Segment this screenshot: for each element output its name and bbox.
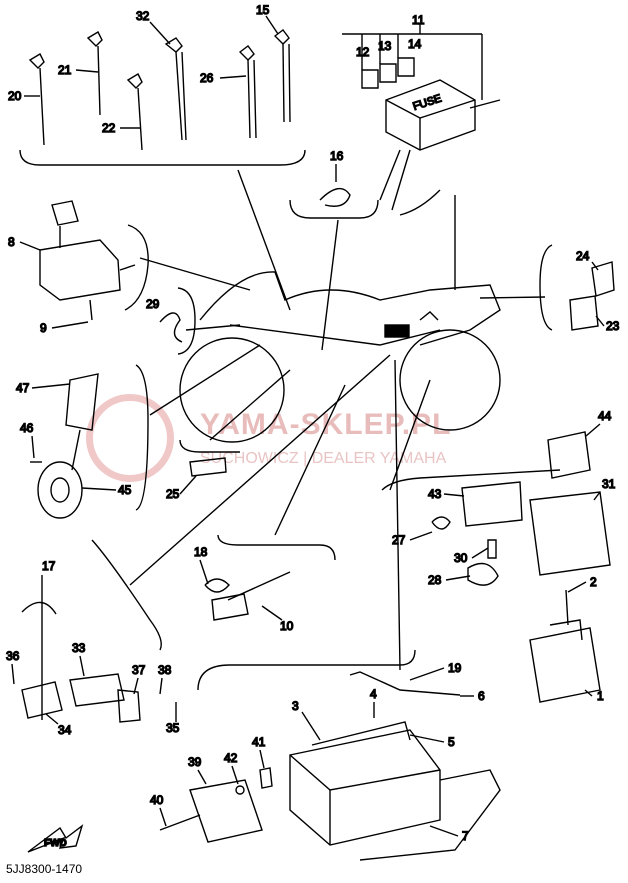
callout-11: 11	[412, 13, 425, 27]
leader-ties	[237, 169, 291, 311]
callout-27: 27	[392, 533, 406, 547]
callout-2: 2	[590, 575, 597, 589]
starter-relay	[529, 589, 601, 703]
group-bracket-neutral	[217, 534, 336, 561]
group-bracket-relays	[539, 244, 553, 331]
flasher-unit	[159, 767, 273, 843]
fwd-arrow	[27, 824, 84, 853]
callouts: 1 2 4 5 6 7 8 9 10 11 12 13 14 15 16 17 …	[5, 2, 620, 843]
leader-clip	[321, 219, 339, 351]
callout-28: 28	[428, 573, 442, 587]
group-bracket-clip	[289, 199, 379, 219]
callout-25: 25	[166, 487, 180, 501]
watermark-badge	[86, 394, 174, 482]
callout-45: 45	[118, 483, 132, 497]
callout-22: 22	[102, 121, 116, 135]
callout-18: 18	[194, 545, 208, 559]
callout-24: 24	[576, 249, 590, 263]
leader-switch	[139, 257, 251, 291]
group-bracket-horn	[135, 364, 149, 511]
group-bracket-sidestand	[91, 539, 162, 651]
group-bracket-top	[19, 149, 306, 166]
callout-8: 8	[8, 235, 15, 249]
callout-35: 35	[166, 721, 180, 735]
callout-12: 12	[356, 45, 370, 59]
group-bracket-switch	[124, 224, 149, 311]
callout-46: 46	[20, 421, 34, 435]
callout-39: 39	[188, 755, 202, 769]
callout-26: 26	[200, 71, 214, 85]
battery	[289, 671, 501, 861]
callout-38: 38	[158, 663, 172, 677]
fuse-leader	[342, 24, 483, 100]
callout-23: 23	[606, 319, 620, 333]
callout-21: 21	[58, 63, 72, 77]
callout-4: 4	[370, 687, 377, 701]
callout-16: 16	[330, 149, 344, 163]
clip-16	[319, 187, 351, 207]
clip-29	[159, 312, 183, 343]
callout-36: 36	[6, 649, 20, 663]
fuse-box-label: FUSE	[411, 93, 443, 113]
group-bracket-25	[179, 439, 240, 453]
ecu-area	[431, 431, 611, 586]
sidestand-switch	[21, 575, 141, 723]
callout-6: 6	[478, 689, 485, 703]
callout-19: 19	[448, 661, 462, 675]
fwd-label: FWD	[44, 838, 67, 849]
callout-32: 32	[136, 9, 150, 23]
callout-20: 20	[8, 89, 22, 103]
callout-17: 17	[42, 559, 56, 573]
horn	[30, 373, 99, 519]
leader-sidestand	[129, 354, 391, 586]
callout-3: 3	[292, 699, 299, 713]
group-bracket-fuse	[399, 189, 441, 216]
leader-battery	[394, 359, 401, 671]
neutral-switch	[204, 571, 291, 621]
callout-1: 1	[597, 689, 604, 703]
callout-29: 29	[146, 297, 160, 311]
watermark-text: YAMA-SKLEP.PL	[200, 408, 452, 441]
callout-9: 9	[40, 321, 47, 335]
leader-relays	[479, 296, 546, 299]
group-bracket-battery	[197, 649, 416, 691]
leader-horn	[149, 344, 261, 416]
callout-13: 13	[378, 39, 392, 53]
callout-42: 42	[224, 751, 238, 765]
callout-47: 47	[16, 381, 30, 395]
leader-25	[209, 369, 291, 441]
callout-5: 5	[448, 735, 455, 749]
group-bracket-ecu	[381, 469, 561, 491]
callout-33: 33	[72, 641, 86, 655]
clamp-25	[189, 457, 227, 477]
cable-ties-group	[28, 29, 291, 151]
callout-31: 31	[602, 477, 616, 491]
callout-34: 34	[58, 723, 72, 737]
main-switch	[39, 200, 136, 321]
callout-7: 7	[462, 829, 469, 843]
callout-41: 41	[252, 735, 266, 749]
callout-40: 40	[150, 793, 164, 807]
callout-44: 44	[598, 409, 612, 423]
leader-neutral	[274, 384, 346, 536]
watermark-subtext: SUCHOWICZ | DEALER YAMAHA	[200, 450, 447, 467]
fuse-box	[361, 57, 501, 211]
relays-23-24	[569, 261, 615, 331]
part-code: 5JJ8300-1470	[6, 862, 83, 876]
callout-30: 30	[454, 551, 468, 565]
callout-15: 15	[256, 3, 270, 17]
callout-10: 10	[280, 619, 294, 633]
group-bracket-29	[177, 287, 196, 355]
callout-14: 14	[408, 37, 422, 51]
callout-37: 37	[132, 663, 146, 677]
callout-43: 43	[428, 487, 442, 501]
motorcycle-outline	[179, 271, 501, 443]
